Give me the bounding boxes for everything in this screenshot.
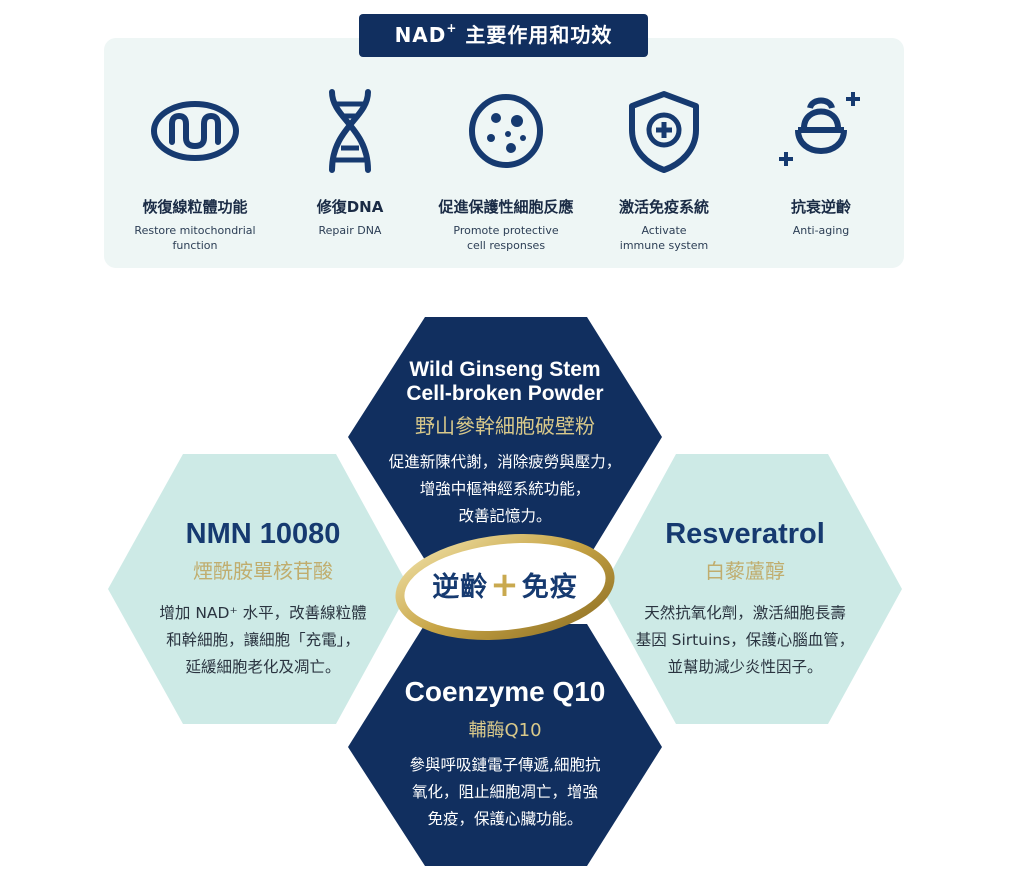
nad-benefits-panel xyxy=(104,38,904,268)
hexagon-bottom-content: Coenzyme Q10 輔酶Q10 參與呼吸鏈電子傳遞,細胞抗 氧化，阻止細胞… xyxy=(360,676,650,833)
feature-label-en: Repair DNA xyxy=(318,224,382,237)
ingredient-name-en: Resveratrol xyxy=(665,518,825,550)
feature-label-zh: 修復DNA xyxy=(316,198,384,216)
plus-icon: + xyxy=(490,565,520,605)
feature-label-zh: 促進保護性細胞反應 xyxy=(438,198,574,216)
feature-immune: 激活免疫系統 Activate immune system xyxy=(574,88,754,253)
section-title: NAD+ 主要作用和功效 xyxy=(359,14,648,57)
hexagon-top xyxy=(348,317,662,560)
feature-dna: 修復DNA Repair DNA xyxy=(260,88,440,238)
center-slogan: 逆齡+免疫 xyxy=(432,565,578,605)
hexagon-left xyxy=(108,454,410,724)
hexagon-right xyxy=(602,454,902,724)
mitochondria-icon xyxy=(151,101,239,161)
ingredient-name-en: Wild Ginseng Stem Cell-broken Powder xyxy=(406,358,604,405)
feature-label-zh: 恢復線粒體功能 xyxy=(142,198,248,216)
feature-label-zh: 激活免疫系統 xyxy=(618,198,709,216)
hexagon-right-content: Resveratrol 白藜蘆醇 天然抗氧化劑，激活細胞長壽 基因 Sirtui… xyxy=(600,518,890,681)
ingredient-name-en: Coenzyme Q10 xyxy=(404,676,606,707)
feature-mitochondria: 恢復線粒體功能 Restore mitochondrial function xyxy=(105,88,285,253)
ingredient-name-en: NMN 10080 xyxy=(185,518,341,550)
ingredient-name-zh: 煙酰胺單核苷酸 xyxy=(193,559,333,583)
ingredient-description: 增加 NAD⁺ 水平，改善線粒體 和幹細胞，讓細胞「充電」， 延緩細胞老化及凋亡… xyxy=(159,604,367,676)
hexagon-bottom xyxy=(348,624,662,866)
feature-label-en: Promote protective cell responses xyxy=(453,224,559,252)
feature-label-zh: 抗衰逆齡 xyxy=(790,198,851,216)
face-aging-icon xyxy=(779,92,860,166)
ingredient-name-zh: 白藜蘆醇 xyxy=(705,559,785,583)
ingredient-description: 促進新陳代謝，消除疲勞與壓力， 增強中樞神經系統功能， 改善記憶力。 xyxy=(388,453,622,525)
feature-label-en: Activate immune system xyxy=(619,224,709,252)
ingredient-name-zh: 野山參幹細胞破壁粉 xyxy=(415,414,595,438)
hexagon-top-content: Wild Ginseng Stem Cell-broken Powder 野山參… xyxy=(360,358,650,530)
cell-icon xyxy=(469,94,543,168)
hexagon-left-content: NMN 10080 煙酰胺單核苷酸 增加 NAD⁺ 水平，改善線粒體 和幹細胞，… xyxy=(118,518,408,681)
feature-label-en: Restore mitochondrial function xyxy=(134,224,256,252)
shield-plus-icon xyxy=(629,91,699,173)
ingredient-description: 天然抗氧化劑，激活細胞長壽 基因 Sirtuins，保護心腦血管， 並幫助減少炎… xyxy=(635,604,855,676)
feature-anti-aging: 抗衰逆齡 Anti-aging xyxy=(731,88,911,238)
dna-icon xyxy=(329,89,371,173)
ingredient-name-zh: 輔酶Q10 xyxy=(468,720,542,741)
ingredient-description: 參與呼吸鏈電子傳遞,細胞抗 氧化，阻止細胞凋亡，增強 免疫，保護心臟功能。 xyxy=(409,756,601,828)
feature-cell: 促進保護性細胞反應 Promote protective cell respon… xyxy=(416,88,596,253)
feature-label-en: Anti-aging xyxy=(792,224,850,237)
center-badge xyxy=(404,542,606,632)
